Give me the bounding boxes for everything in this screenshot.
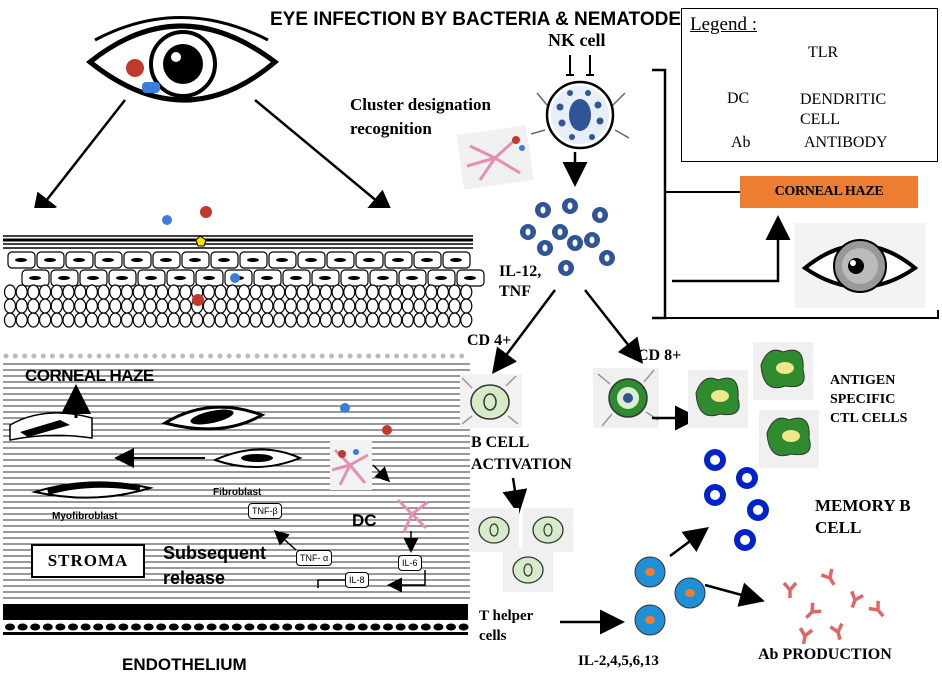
activated-b-cells [469,508,573,592]
ab-production-label: Ab PRODUCTION [758,646,892,663]
bracket [652,68,667,320]
cd8-label: CD 8+ [637,347,682,364]
myofibroblast-label: Myofibroblast [52,511,118,522]
cytokine-particles [520,198,615,276]
corneal-haze-box: CORNEAL HAZE [740,176,918,208]
diagram-title: EYE INFECTION BY BACTERIA & NEMATODE [270,9,681,30]
cytokine-tnf-beta: TNF-β [248,503,282,519]
dendritic-cell-icon [456,125,534,190]
cd8-t-cell-icon [593,368,659,428]
arrow-eye-to-cornea-right [254,99,394,216]
hazy-eye-icon [795,223,925,308]
legend-box [681,8,938,162]
legend-dc-abbr: DC [727,90,750,107]
endothelial-cells [5,623,469,631]
epithelial-cells [7,251,485,287]
t-helper-label: T helper cells [479,608,534,644]
nk-cell-label: NK cell [548,30,606,50]
cytokine-il8: IL-8 [345,572,369,588]
plasma-cells [634,556,706,636]
legend-ab-abbr: Ab [731,134,751,151]
memory-b-cell-label: MEMORY B CELL [815,496,911,537]
memory-b-cells [704,449,769,551]
cd4-label: CD 4+ [467,332,512,349]
corneal-haze-label: CORNEAL HAZE [25,366,154,385]
epithelium-lines [3,235,473,249]
basal-cells [3,284,473,359]
legend-title: Legend : [690,14,758,35]
antibodies [782,568,885,645]
nematode-icon [142,82,160,93]
cytokine-il6: IL-6 [398,555,422,571]
fibroblast-label: Fibroblast [213,487,262,498]
ctl-cells-label: ANTIGEN SPECIFIC CTL CELLS [830,373,908,426]
legend-ab-full: ANTIBODY [804,134,888,151]
ctl-cells [688,342,819,468]
legend-tlr: TLR [808,44,839,61]
endothelium-label: ENDOTHELIUM [122,655,247,674]
subsequent-release-label: Subsequent release [163,543,267,588]
interleukins-label: IL-2,4,5,6,13 [578,653,659,669]
bacteria-icon [126,59,144,77]
nk-cell-icon [530,55,630,150]
infected-eye-icon [85,16,280,103]
dendritic-cell-icon [396,498,429,533]
keratocytes [9,405,303,499]
arrow-eye-to-cornea-left [31,99,126,219]
il12-tnf-label: IL-12, TNF [499,263,542,300]
dc-label: DC [352,511,377,530]
legend-dc-full: DENDRITIC CELL [800,91,887,128]
dendritic-cell-icon [330,440,372,490]
cytokine-tnf-alpha: TNF- α [296,550,333,566]
cluster-designation-label: Cluster designation recognition [350,95,491,138]
b-cell-activation-label: B CELL ACTIVATION [471,434,572,473]
cd4-t-cell-icon [460,374,522,428]
stroma-label: STROMA [31,544,145,578]
